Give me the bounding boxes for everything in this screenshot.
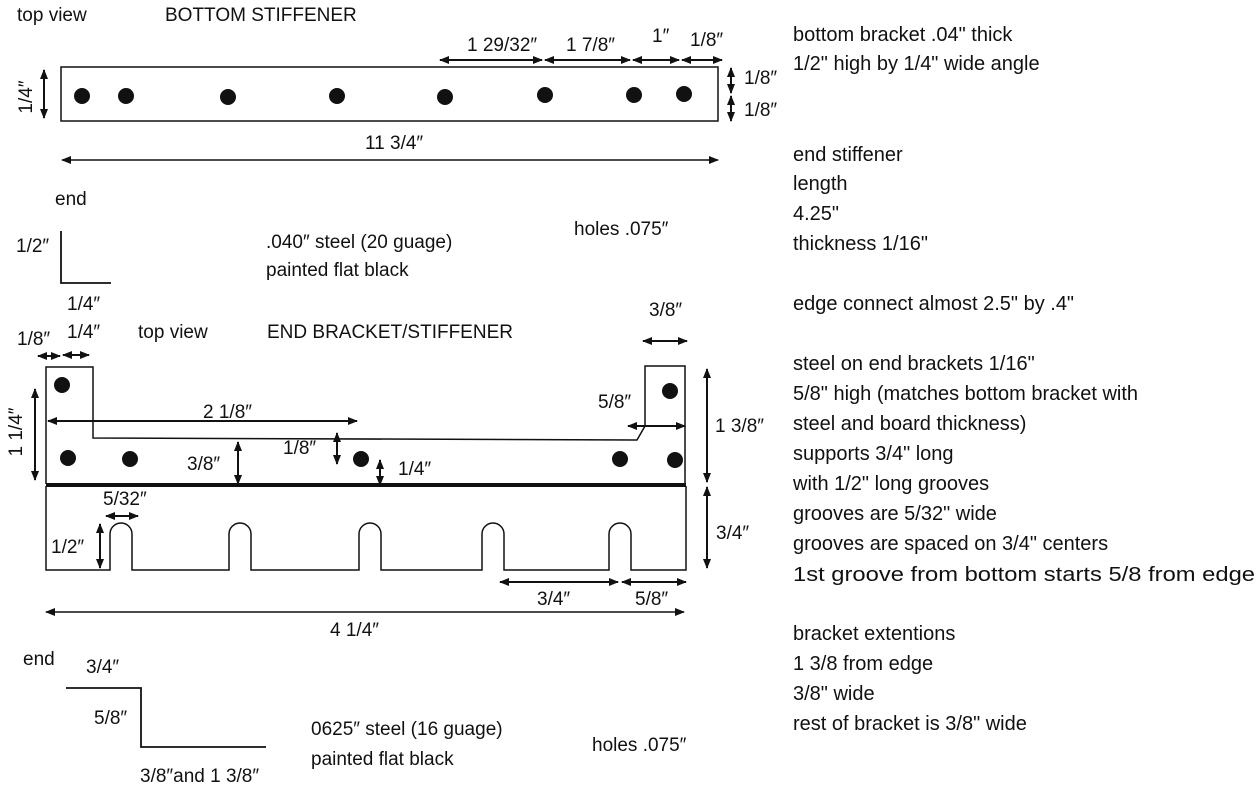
dim-1-8-label: 1/8″	[17, 329, 50, 350]
dim-lower-height-label: 3/4″	[716, 523, 749, 544]
end-top-label: 3/4″	[86, 657, 119, 678]
dim-groove-width-label: 5/32″	[103, 489, 147, 510]
dim-3-8-mid-label: 3/8″	[187, 454, 220, 475]
dim-1-4-mid-label: 1/4″	[398, 459, 431, 480]
end-label: end	[55, 189, 87, 210]
note-line: steel and board thickness)	[793, 413, 1026, 435]
hole	[437, 89, 453, 105]
end-angle-profile	[60, 231, 111, 284]
note-line: end stiffener	[793, 144, 903, 166]
bottom-stiffener-title: BOTTOM STIFFENER	[165, 5, 357, 26]
hole	[54, 377, 70, 393]
dim-seg1-label: 1 29/32″	[467, 35, 537, 56]
holes-label: holes .075″	[592, 735, 687, 756]
dim-edge-top-label: 1/8″	[744, 68, 777, 89]
end-bracket: top view END BRACKET/STIFFENER 1/8″ 1/4″…	[6, 300, 764, 787]
note-line: 1/2" high by 1/4" wide angle	[793, 53, 1040, 75]
end-height-label: 1/2″	[16, 236, 49, 257]
dim-groove-spacing-label: 3/4″	[537, 589, 570, 610]
hole	[60, 450, 76, 466]
hole	[676, 86, 692, 102]
dim-height-right-label: 1 3/8″	[715, 416, 764, 437]
note-line: steel on end brackets 1/16"	[793, 353, 1035, 375]
finish-label: painted flat black	[311, 749, 454, 770]
end-bracket-title: END BRACKET/STIFFENER	[267, 322, 513, 343]
bottom-stiffener-holes	[74, 86, 692, 105]
hole	[667, 452, 683, 468]
hole	[329, 88, 345, 104]
top-view-label: top view	[138, 322, 208, 343]
end-bracket-profile	[66, 687, 266, 748]
grooved-support-outline	[45, 486, 687, 571]
dim-seg4-label: 1/8″	[690, 30, 723, 51]
note-line: edge connect almost 2.5" by .4"	[793, 293, 1074, 315]
dim-overall-label: 4 1/4″	[330, 620, 379, 641]
end-widths-label: 3/8″and 1 3/8″	[140, 766, 259, 787]
note-line: 5/8" high (matches bottom bracket with	[793, 383, 1138, 405]
note-line: 1 3/8 from edge	[793, 653, 933, 675]
note-line: grooves are spaced on 3/4" centers	[793, 533, 1108, 555]
material-label: .040″ steel (20 guage)	[266, 232, 452, 253]
end-width-label: 1/4″	[67, 294, 100, 315]
dim-1-8-mid-label: 1/8″	[283, 438, 316, 459]
end-label: end	[23, 649, 55, 670]
hole	[122, 451, 138, 467]
dim-edge-bottom-label: 1/8″	[744, 100, 777, 121]
dim-height-left-label: 1 1/4″	[6, 407, 27, 456]
dim-seg2-label: 1 7/8″	[566, 35, 615, 56]
end-height-label: 5/8″	[94, 708, 127, 729]
hole	[537, 87, 553, 103]
hole	[662, 383, 678, 399]
hole	[612, 451, 628, 467]
holes-label: holes .075″	[574, 219, 669, 240]
top-view-label: top view	[17, 5, 87, 26]
hole	[353, 451, 369, 467]
note-line: grooves are 5/32" wide	[793, 503, 997, 525]
note-line: 1st groove from bottom starts 5/8 from e…	[793, 564, 1255, 586]
hole	[220, 89, 236, 105]
note-line: bottom bracket .04" thick	[793, 24, 1013, 46]
note-line: length	[793, 173, 848, 195]
dim-length-label: 11 3/4″	[365, 133, 423, 154]
note-line: bracket extentions	[793, 623, 955, 645]
finish-label: painted flat black	[266, 260, 409, 281]
dim-3-8-top-label: 3/8″	[649, 300, 682, 321]
notes-column: bottom bracket .04" thick 1/2" high by 1…	[792, 24, 1255, 735]
bottom-stiffener: top view BOTTOM STIFFENER 1/4″ 1 29/32″ …	[16, 5, 777, 315]
end-bracket-outline	[45, 365, 686, 484]
bottom-stiffener-outline	[60, 66, 719, 122]
note-line: supports 3/4" long	[793, 443, 954, 465]
material-label: 0625″ steel (16 guage)	[311, 719, 503, 740]
hole	[74, 88, 90, 104]
dim-width-label: 1/4″	[16, 80, 37, 113]
dim-5-8-right-label: 5/8″	[598, 392, 631, 413]
dim-groove-depth-label: 1/2″	[51, 537, 84, 558]
hole	[626, 87, 642, 103]
dim-1-4-top-label: 1/4″	[67, 322, 100, 343]
dim-span-label: 2 1/8″	[203, 402, 252, 423]
note-line: rest of bracket is 3/8" wide	[793, 713, 1027, 735]
dim-seg3-label: 1″	[652, 26, 670, 47]
dim-groove-edge-label: 5/8″	[635, 589, 668, 610]
note-line: with 1/2" long grooves	[792, 473, 989, 495]
note-line: thickness 1/16"	[793, 233, 928, 255]
note-line: 4.25"	[793, 203, 839, 225]
note-line: 3/8" wide	[793, 683, 875, 705]
end-bracket-holes	[54, 377, 683, 468]
hole	[118, 88, 134, 104]
